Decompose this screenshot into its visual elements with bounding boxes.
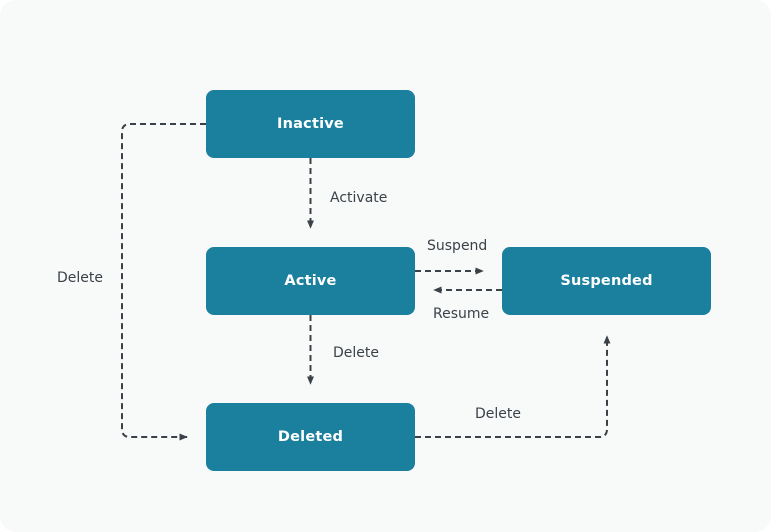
edge-label-delete-active-deleted: Delete <box>333 345 379 361</box>
edge-inactive-deleted <box>121 123 206 441</box>
state-node-inactive[interactable]: Inactive <box>206 90 415 158</box>
edge-deleted-suspended <box>415 335 611 438</box>
edge-label-resume: Resume <box>433 306 490 322</box>
edge-label-activate: Activate <box>330 190 388 206</box>
state-node-deleted-label: Deleted <box>277 429 344 445</box>
state-node-active[interactable]: Active <box>206 247 415 315</box>
state-node-suspended[interactable]: Suspended <box>502 247 711 315</box>
state-node-inactive-label: Inactive <box>277 116 344 132</box>
state-node-active-label: Active <box>284 273 337 289</box>
state-node-suspended-label: Suspended <box>560 273 653 289</box>
edge-label-delete-inactive-deleted: Delete <box>57 270 103 286</box>
edge-label-suspend: Suspend <box>427 238 488 254</box>
state-node-deleted[interactable]: Deleted <box>206 403 415 471</box>
edge-label-delete-deleted-suspended: Delete <box>475 406 521 422</box>
